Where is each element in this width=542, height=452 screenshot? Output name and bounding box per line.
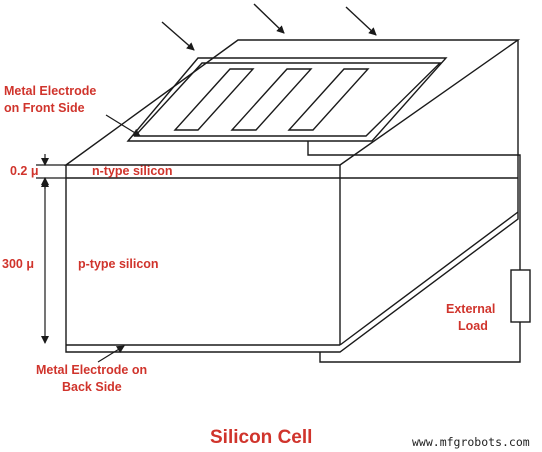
n-thickness-label: 0.2 μ <box>10 164 39 178</box>
light-arrow-3 <box>345 6 377 36</box>
load-resistor <box>510 269 531 323</box>
grid-frame-inner <box>133 62 442 137</box>
external-circuit <box>307 141 531 363</box>
grid-slot-2 <box>230 68 313 131</box>
p-type-label: p-type silicon <box>78 257 159 271</box>
labels: Metal Electrode on Front Side 0.2 μ n-ty… <box>2 84 495 394</box>
grid-slot-3 <box>287 68 370 131</box>
external-load-label-line1: External <box>446 302 495 316</box>
n-type-label: n-type silicon <box>92 164 173 178</box>
p-thickness-label: 300 μ <box>2 257 34 271</box>
front-electrode-pointer <box>105 114 141 137</box>
pointer-lines <box>97 114 141 363</box>
top-face <box>63 39 521 166</box>
diagram-caption: Silicon Cell <box>210 427 312 448</box>
grid-slot-1 <box>173 68 255 131</box>
side-face-bottom <box>339 211 519 346</box>
back-electrode-label-line1: Metal Electrode on <box>36 363 147 377</box>
dimension-markers <box>36 154 66 344</box>
grid-frame-outer <box>126 57 448 142</box>
front-electrode-label-line1: Metal Electrode <box>4 84 96 98</box>
back-electrode-plate <box>65 212 519 353</box>
light-arrow-1 <box>161 21 195 51</box>
watermark: www.mfgrobots.com <box>412 435 530 449</box>
light-arrow-2 <box>253 3 285 34</box>
cell-block <box>63 39 521 353</box>
back-electrode-label-line2: Back Side <box>62 380 122 394</box>
back-electrode-pointer <box>97 345 125 363</box>
wire-back-electrode <box>319 322 521 363</box>
front-grid-electrode <box>126 57 448 142</box>
incident-light-arrows <box>161 3 377 51</box>
front-electrode-label-line2: on Front Side <box>4 101 85 115</box>
wire-front-electrode <box>307 141 521 270</box>
external-load-label-line2: Load <box>458 319 488 333</box>
